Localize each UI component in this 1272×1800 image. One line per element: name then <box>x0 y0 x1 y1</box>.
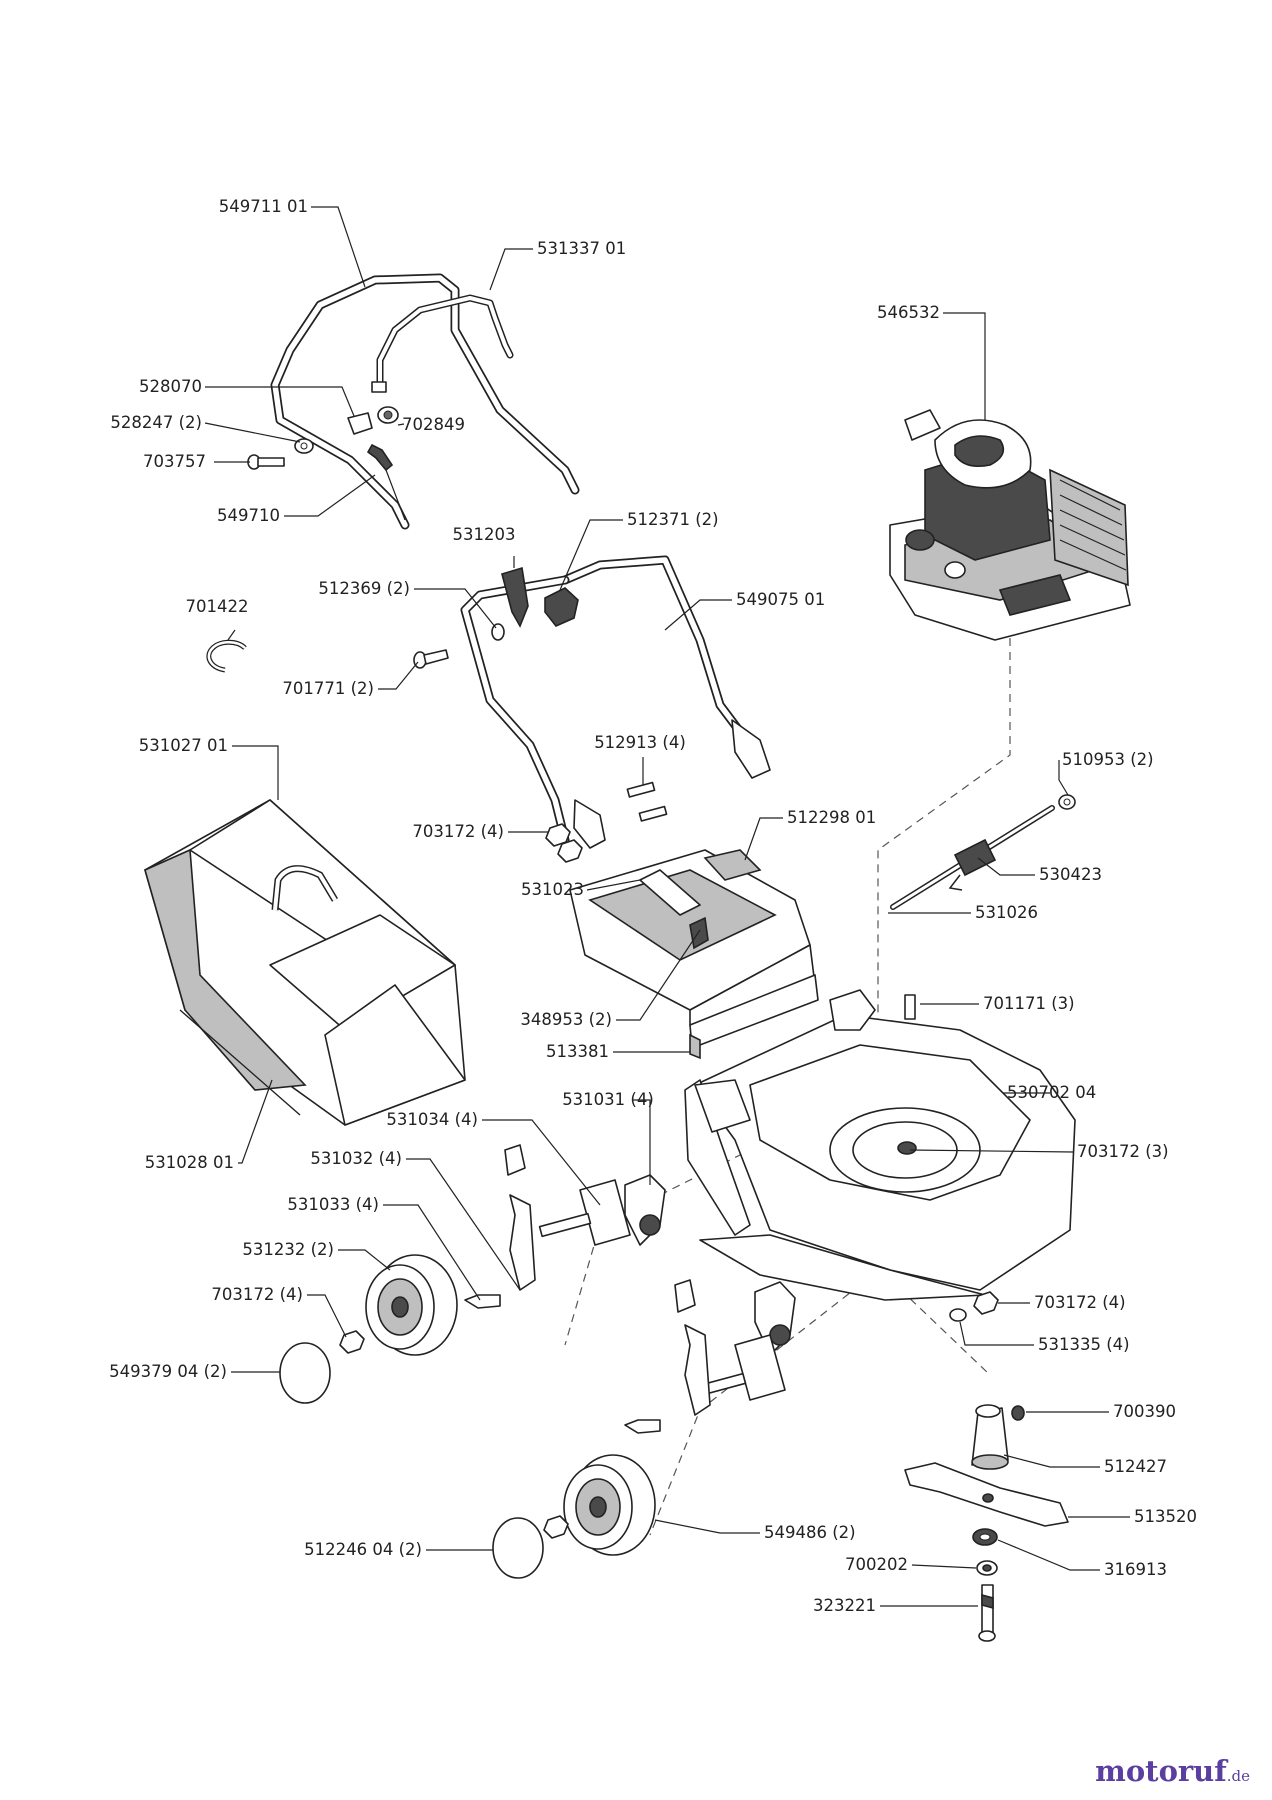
label-549711: 549711 01 <box>219 197 308 216</box>
lever-rear <box>504 1144 536 1291</box>
bolt-701171 <box>904 994 916 1020</box>
bolt-323221 <box>978 1584 996 1642</box>
label-531028: 531028 01 <box>145 1153 234 1172</box>
leader-lines <box>204 206 1130 1607</box>
screw-703757 <box>247 454 285 470</box>
label-528070: 528070 <box>139 377 202 396</box>
washer-700202 <box>976 1560 998 1576</box>
label-531335: 531335 (4) <box>1038 1335 1130 1354</box>
part-labels: 549711 01 531337 01 546532 528070 528247… <box>109 197 1197 1615</box>
label-512913: 512913 (4) <box>594 733 686 752</box>
label-549710: 549710 <box>217 506 280 525</box>
label-703172c: 703172 (4) <box>211 1285 303 1304</box>
ring-510953 <box>1058 794 1076 810</box>
label-531031: 531031 (4) <box>562 1090 654 1109</box>
control-bar <box>371 294 514 393</box>
flap-513381 <box>689 974 819 1060</box>
front-wheel <box>563 1454 656 1556</box>
label-700202: 700202 <box>845 1555 908 1574</box>
label-531027: 531027 01 <box>139 736 228 755</box>
label-348953: 348953 (2) <box>520 1010 612 1029</box>
mower-deck <box>684 989 1076 1301</box>
label-531034: 531034 (4) <box>386 1110 478 1129</box>
washer-531335 <box>949 1308 967 1322</box>
circlip-701422 <box>206 639 247 673</box>
label-513381: 513381 <box>546 1042 609 1061</box>
nuts-703172-handle <box>545 823 583 863</box>
discharge-chute <box>569 849 816 1026</box>
label-512246: 512246 04 (2) <box>304 1540 422 1559</box>
cable-clamp-528070 <box>347 412 373 435</box>
label-546532: 546532 <box>877 303 940 322</box>
front-nut <box>543 1515 569 1539</box>
lever-front <box>674 1279 711 1416</box>
label-701771: 701771 (2) <box>282 679 374 698</box>
label-549486: 549486 (2) <box>764 1523 856 1542</box>
label-512298: 512298 01 <box>787 808 876 827</box>
label-531337: 531337 01 <box>537 239 626 258</box>
watermark-name: motoruf <box>1095 1754 1227 1788</box>
label-701171: 701171 (3) <box>983 994 1075 1013</box>
rear-wheel <box>365 1254 458 1356</box>
engine <box>889 409 1131 641</box>
label-702849: 702849 <box>402 415 465 434</box>
blade-adapter-512427 <box>971 1404 1009 1470</box>
watermark-logo: motoruf.de <box>1095 1754 1250 1788</box>
label-703757: 703757 <box>143 452 206 471</box>
label-323221: 323221 <box>813 1596 876 1615</box>
label-531203: 531203 <box>453 525 516 544</box>
screws-512913 <box>626 781 668 822</box>
screw-701771 <box>413 649 449 669</box>
label-528247: 528247 (2) <box>110 413 202 432</box>
height-adjuster-rear <box>624 1174 666 1246</box>
clip-531203 <box>501 566 529 628</box>
cable-549710 <box>366 443 406 521</box>
label-316913: 316913 <box>1104 1560 1167 1579</box>
key-700390 <box>1011 1405 1025 1421</box>
label-703172a: 703172 (4) <box>412 822 504 841</box>
label-531026: 531026 <box>975 903 1038 922</box>
washer-316913 <box>972 1528 998 1546</box>
label-512427: 512427 <box>1104 1457 1167 1476</box>
label-513520: 513520 <box>1134 1507 1197 1526</box>
spring-530423 <box>948 838 997 891</box>
knob-512371 <box>544 587 579 627</box>
label-531032: 531032 (4) <box>310 1149 402 1168</box>
blade-513520 <box>904 1462 1069 1527</box>
upper-handle <box>270 273 580 530</box>
label-703172b: 703172 (3) <box>1077 1142 1169 1161</box>
label-512369: 512369 (2) <box>318 579 410 598</box>
label-531023: 531023 <box>521 880 584 899</box>
label-700390: 700390 <box>1113 1402 1176 1421</box>
rear-bolt <box>464 1294 501 1309</box>
label-530423: 530423 <box>1039 865 1102 884</box>
grass-catcher <box>144 799 466 1126</box>
lower-handle <box>460 555 771 849</box>
label-531232: 531232 (2) <box>242 1240 334 1259</box>
bolt-512369 <box>491 623 505 641</box>
label-701422: 701422 <box>186 597 249 616</box>
nut-703172-deck <box>973 1291 999 1315</box>
label-530702: 530702 04 <box>1007 1083 1096 1102</box>
label-549075: 549075 01 <box>736 590 825 609</box>
label-512371: 512371 (2) <box>627 510 719 529</box>
rear-nut-703172 <box>339 1330 365 1354</box>
front-bolt <box>624 1419 661 1434</box>
nut-702849 <box>377 406 399 424</box>
bracket-rear <box>538 1179 631 1246</box>
label-703172d: 703172 (4) <box>1034 1293 1126 1312</box>
label-549379: 549379 04 (2) <box>109 1362 227 1381</box>
hubcap-rear <box>279 1342 331 1404</box>
watermark-tld: .de <box>1226 1767 1250 1785</box>
hubcap-front <box>492 1517 544 1579</box>
label-510953: 510953 (2) <box>1062 750 1154 769</box>
label-531033: 531033 (4) <box>287 1195 379 1214</box>
